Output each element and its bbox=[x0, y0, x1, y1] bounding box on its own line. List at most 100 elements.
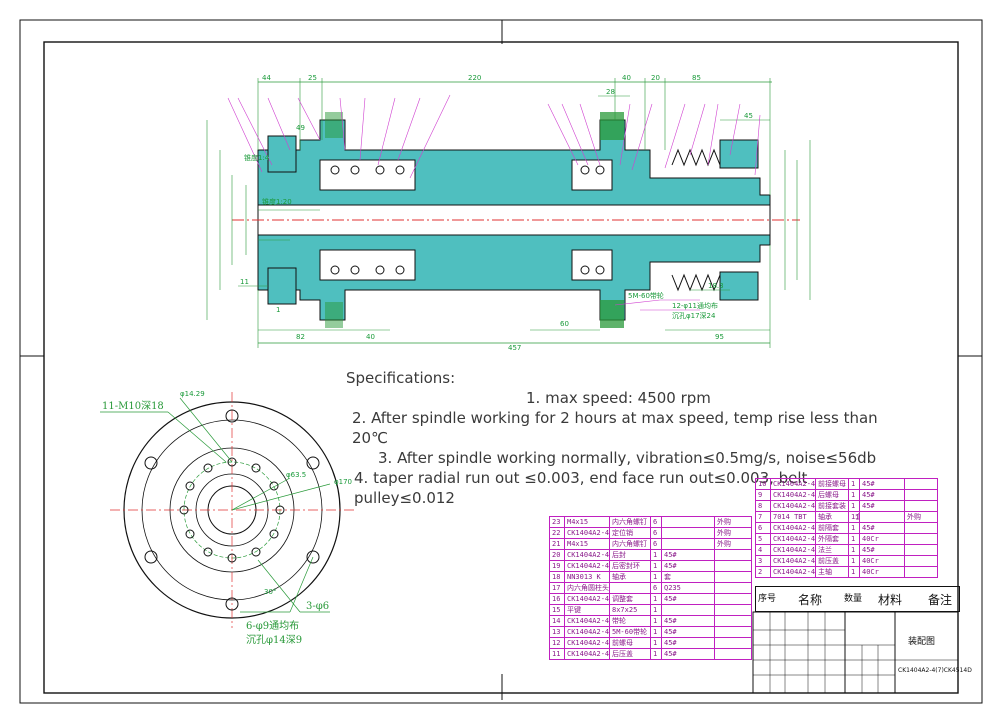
bom-cell: 12 bbox=[549, 637, 565, 649]
dim-40b: 40 bbox=[366, 333, 375, 341]
bom-cell: 45# bbox=[661, 549, 715, 561]
drawing-title: 装配图 bbox=[908, 637, 936, 647]
dim-11: 11 bbox=[240, 278, 249, 286]
bom-cell bbox=[661, 604, 715, 616]
drawing-number: CK1404A2-4(7)CK4514D bbox=[898, 667, 972, 674]
bom-cell: 1 bbox=[650, 571, 662, 583]
bom-header-row: 序号 名称 数量 材料 备注 bbox=[755, 586, 960, 612]
specifications-title: Specifications: bbox=[346, 369, 456, 387]
bom-cell: 1 bbox=[650, 549, 662, 561]
bom-cell: 1 bbox=[650, 560, 662, 572]
dim-45: 45 bbox=[744, 112, 753, 120]
bom-cell: 45# bbox=[661, 615, 715, 627]
bom-header-seq: 序号 bbox=[758, 594, 777, 604]
bom-cell: 内六角螺钉 bbox=[609, 516, 651, 528]
flange-front-view: 11-M10深18 φ14.29 φ170 φ63.5 30° 3-φ6 6-φ… bbox=[100, 390, 354, 646]
bom-cell: Q235 bbox=[661, 582, 715, 594]
bom-cell: CK1404A2-4A-11 bbox=[564, 626, 610, 638]
dim-457: 457 bbox=[508, 344, 521, 352]
bom-cell: 40Cr bbox=[859, 533, 905, 545]
inner-frame bbox=[43, 41, 959, 694]
bom-cell bbox=[904, 500, 938, 512]
bom-cell: 平键 bbox=[564, 604, 610, 616]
bom-cell: 5M-60带轮 bbox=[609, 626, 651, 638]
specifications-block: Specifications: 1. max speed: 4500 rpm 2… bbox=[346, 368, 906, 508]
dim-18-3: 18.3 bbox=[708, 282, 724, 290]
bom-header-qty: 数量 bbox=[844, 594, 863, 604]
bom-cell: 外购 bbox=[714, 516, 752, 528]
bom-cell: 后密封环 bbox=[609, 560, 651, 572]
bom-cell: 45# bbox=[661, 560, 715, 572]
bom-cell: 外购 bbox=[714, 527, 752, 539]
bom-cell: CK1404A2-4A-13 bbox=[564, 593, 610, 605]
bom-cell: 2 bbox=[755, 566, 771, 578]
bom-cell: 1 bbox=[848, 500, 860, 512]
spec-line-3: 3. After spindle working normally, vibra… bbox=[378, 449, 877, 467]
bom-cell: 3 bbox=[755, 555, 771, 567]
flange-holes-label-1: 6-φ9通均布 bbox=[246, 620, 299, 632]
bom-cell bbox=[661, 527, 715, 539]
bom-cell bbox=[714, 582, 752, 594]
bom-cell bbox=[714, 593, 752, 605]
bom-cell: 后压盖 bbox=[609, 648, 651, 660]
spec-line-4: 4. taper radial run out ≤0.003, end face… bbox=[354, 469, 808, 507]
flange-thread-label: 11-M10深18 bbox=[102, 400, 164, 412]
bom-cell: 外购 bbox=[714, 538, 752, 550]
bom-cell: 40Cr bbox=[859, 555, 905, 567]
bom-cell: 外购 bbox=[904, 511, 938, 523]
bom-cell bbox=[714, 626, 752, 638]
bom-header-remark: 备注 bbox=[928, 593, 953, 607]
bom-table-left: 23M4x15内六角螺钉6外购22CK1404A2-4A-16定位销6外购21M… bbox=[549, 516, 752, 660]
bom-cell: 10 bbox=[755, 478, 771, 490]
bom-cell bbox=[609, 582, 651, 594]
bom-cell: 1 bbox=[848, 544, 860, 556]
flange-3-phi6-label: 3-φ6 bbox=[306, 601, 329, 612]
bom-cell: 45# bbox=[661, 593, 715, 605]
bom-cell: 9 bbox=[755, 489, 771, 501]
bom-cell: 前接螺母 bbox=[815, 478, 849, 490]
flange-holes-label-2: 沉孔φ14深9 bbox=[246, 633, 302, 646]
bom-header-name: 名称 bbox=[798, 593, 823, 607]
bom-cell: 1 bbox=[650, 648, 662, 660]
bom-cell: 法兰 bbox=[815, 544, 849, 556]
bom-cell: 主轴 bbox=[815, 566, 849, 578]
bom-cell bbox=[904, 533, 938, 545]
bom-cell: 18 bbox=[549, 571, 565, 583]
bom-cell: 45# bbox=[859, 544, 905, 556]
bom-cell: CK1404A2-4A-12 bbox=[564, 615, 610, 627]
bom-cell: 8x7x25 bbox=[609, 604, 651, 616]
hole-note-1: 12-φ11通均布 bbox=[672, 301, 718, 310]
bom-cell: 20 bbox=[549, 549, 565, 561]
bom-cell: 套 bbox=[661, 571, 715, 583]
bom-table-right: 10CK1404A2-4A-08前接螺母145#9CK1404A2-4A-07后… bbox=[755, 478, 938, 578]
bom-cell: 前螺母 bbox=[609, 637, 651, 649]
title-block-frame bbox=[752, 611, 959, 694]
spec-line-2: 2. After spindle working for 2 hours at … bbox=[352, 409, 878, 447]
bom-cell: 5 bbox=[755, 533, 771, 545]
bom-cell: 45# bbox=[661, 626, 715, 638]
bom-cell: 6 bbox=[650, 516, 662, 528]
bom-cell: 6 bbox=[650, 582, 662, 594]
bom-cell: 16 bbox=[549, 593, 565, 605]
bom-cell: 前压盖 bbox=[815, 555, 849, 567]
bom-cell: CK1404A2-4A-07 bbox=[770, 489, 816, 501]
bom-cell: 前接套装 bbox=[815, 500, 849, 512]
bom-cell: 1 bbox=[650, 626, 662, 638]
bom-cell: 45# bbox=[859, 478, 905, 490]
dim-82: 82 bbox=[296, 333, 305, 341]
bom-cell: 4 bbox=[755, 544, 771, 556]
bom-cell: 40Cr bbox=[859, 566, 905, 578]
bom-cell bbox=[714, 560, 752, 572]
bom-cell: 1 bbox=[650, 637, 662, 649]
